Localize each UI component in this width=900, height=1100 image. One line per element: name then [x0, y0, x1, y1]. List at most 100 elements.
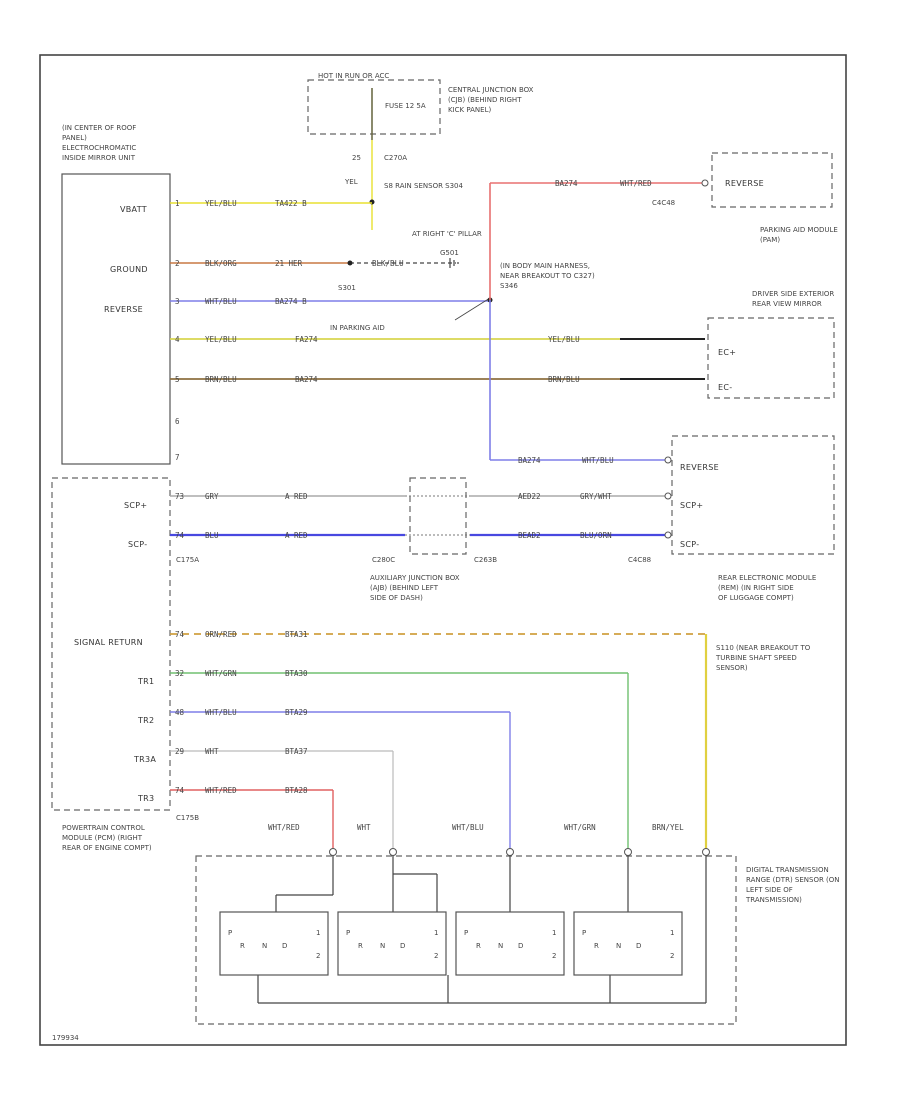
vbatt-circuit: TA422 B: [275, 199, 307, 208]
pcm-pin-tr2: TR2: [137, 716, 154, 725]
ecplus-color: YEL/BLU: [205, 335, 237, 344]
rem-pin-scpplus: SCP+: [680, 501, 703, 510]
mirror-pin-reverse: REVERSE: [104, 305, 143, 314]
pcm-box: [51, 477, 171, 811]
svg-text:2: 2: [316, 952, 320, 960]
svg-text:N: N: [616, 942, 621, 950]
svg-text:P: P: [228, 929, 232, 937]
mirror-pin-vbatt: VBATT: [120, 205, 147, 214]
mirror-unit-box: [61, 173, 171, 465]
dtr-input-2: WHT: [357, 823, 371, 832]
ground-color: BLK/ORG: [205, 259, 237, 268]
tr1-num: 32: [175, 669, 184, 678]
outside-mirror-pin-ecplus: EC+: [718, 348, 736, 357]
rem-pin-scpminus: SCP-: [680, 540, 699, 549]
ecplus-right-color: YEL/BLU: [548, 335, 580, 344]
ajb-connector-2: C263B: [474, 556, 497, 564]
svg-text:1: 1: [552, 929, 556, 937]
sigret-color: ORN/RED: [205, 630, 237, 639]
ground-wire-color: BLK/BLU: [372, 259, 404, 268]
pin6-num: 6: [175, 417, 180, 426]
pam-wire-color: WHT/RED: [620, 179, 652, 188]
svg-text:N: N: [262, 942, 267, 950]
svg-text:R: R: [358, 942, 363, 950]
svg-text:R: R: [240, 942, 245, 950]
ecplus-circuit: FA274: [295, 335, 318, 344]
pcm-pin-scpminus: SCP-: [128, 540, 147, 549]
scpminus-color: BLU: [205, 531, 219, 540]
rem-box: [671, 435, 835, 555]
svg-text:1: 1: [670, 929, 674, 937]
pam-circuit: BA274: [555, 179, 578, 188]
pin1-num: 1: [175, 199, 180, 208]
parking-aid-note: IN PARKING AID: [330, 324, 385, 332]
svg-text:S8 RAIN SENSOR S304: S8 RAIN SENSOR S304: [384, 182, 464, 190]
tr2-num: 48: [175, 708, 185, 717]
tr3a-circuit: BTA37: [285, 747, 308, 756]
ajb-box: [409, 477, 467, 555]
pcm-pin-tr1: TR1: [137, 677, 154, 686]
pin7-num: 7: [175, 453, 180, 462]
tr3-color: WHT/RED: [205, 786, 237, 795]
tr2-circuit: BTA29: [285, 708, 308, 717]
dtr-input-4: WHT/GRN: [564, 823, 596, 832]
svg-text:P: P: [346, 929, 350, 937]
splice-dot-ground: [347, 260, 353, 266]
outside-mirror-pin-ecminus: EC-: [718, 383, 732, 392]
pam-label: PARKING AID MODULE(PAM): [760, 226, 838, 244]
rem-pin-reverse: REVERSE: [680, 463, 719, 472]
svg-text:2: 2: [552, 952, 556, 960]
svg-text:2: 2: [670, 952, 674, 960]
tr3a-num: 29: [175, 747, 184, 756]
svg-text:D: D: [518, 942, 523, 950]
reverse-color: WHT/BLU: [205, 297, 237, 306]
dtr-input-5: BRN/YEL: [652, 823, 684, 832]
diagram-border: [39, 54, 847, 1046]
pam-box: [711, 152, 833, 208]
dtr-input-3: WHT/BLU: [452, 823, 484, 832]
svg-text:CENTRAL JUNCTION BOX(CJB) (BEH: CENTRAL JUNCTION BOX(CJB) (BEHIND RIGHTK…: [448, 86, 534, 114]
pam-connector: C4C48: [652, 199, 675, 207]
footer-id: 179934: [52, 1034, 79, 1042]
rem-label: REAR ELECTRONIC MODULE(REM) (IN RIGHT SI…: [718, 574, 816, 602]
rem-connector: C4C88: [628, 556, 651, 564]
vbatt-color: YEL/BLU: [205, 199, 237, 208]
pcm-pin-tr3a: TR3A: [133, 755, 156, 764]
splice-s301: S301: [338, 284, 356, 292]
reverse-circuit: BA274 B: [275, 297, 307, 306]
scpplus-circuit: A RED: [285, 492, 308, 501]
tr1-color: WHT/GRN: [205, 669, 237, 678]
svg-text:2: 2: [434, 952, 438, 960]
outside-mirror-box: [707, 317, 835, 399]
svg-text:1: 1: [316, 929, 320, 937]
switch-block-1: P R N D 2 1: [219, 911, 329, 976]
scpminus-circuit: A RED: [285, 531, 308, 540]
dtr-sensor-box: [195, 855, 737, 1025]
rem-rev-circuit: BA274: [518, 456, 541, 465]
switch-block-2: P R N D 2 1: [337, 911, 447, 976]
scpplus-num: 73: [175, 492, 184, 501]
mirror-pin-ground: GROUND: [110, 265, 148, 274]
svg-text:N: N: [498, 942, 503, 950]
pcm-pin-scpplus: SCP+: [124, 501, 147, 510]
ground-symbol: [449, 258, 459, 268]
fuse-label: FUSE 12 5A: [385, 102, 426, 110]
ajb-circuit-1: AED22: [518, 492, 541, 501]
fuse-wire-color: YEL: [344, 178, 358, 186]
ecminus-right-color: BRN/BLU: [548, 375, 580, 384]
svg-text:PARKING AID MODULE(PAM): PARKING AID MODULE(PAM): [760, 226, 838, 244]
scpminus-num: 74: [175, 531, 185, 540]
switch-block-4: P R N D 2 1: [573, 911, 683, 976]
pin4-num: 4: [175, 335, 180, 344]
tr3-num: 74: [175, 786, 185, 795]
connector-markers: [329, 179, 710, 856]
svg-text:R: R: [594, 942, 599, 950]
